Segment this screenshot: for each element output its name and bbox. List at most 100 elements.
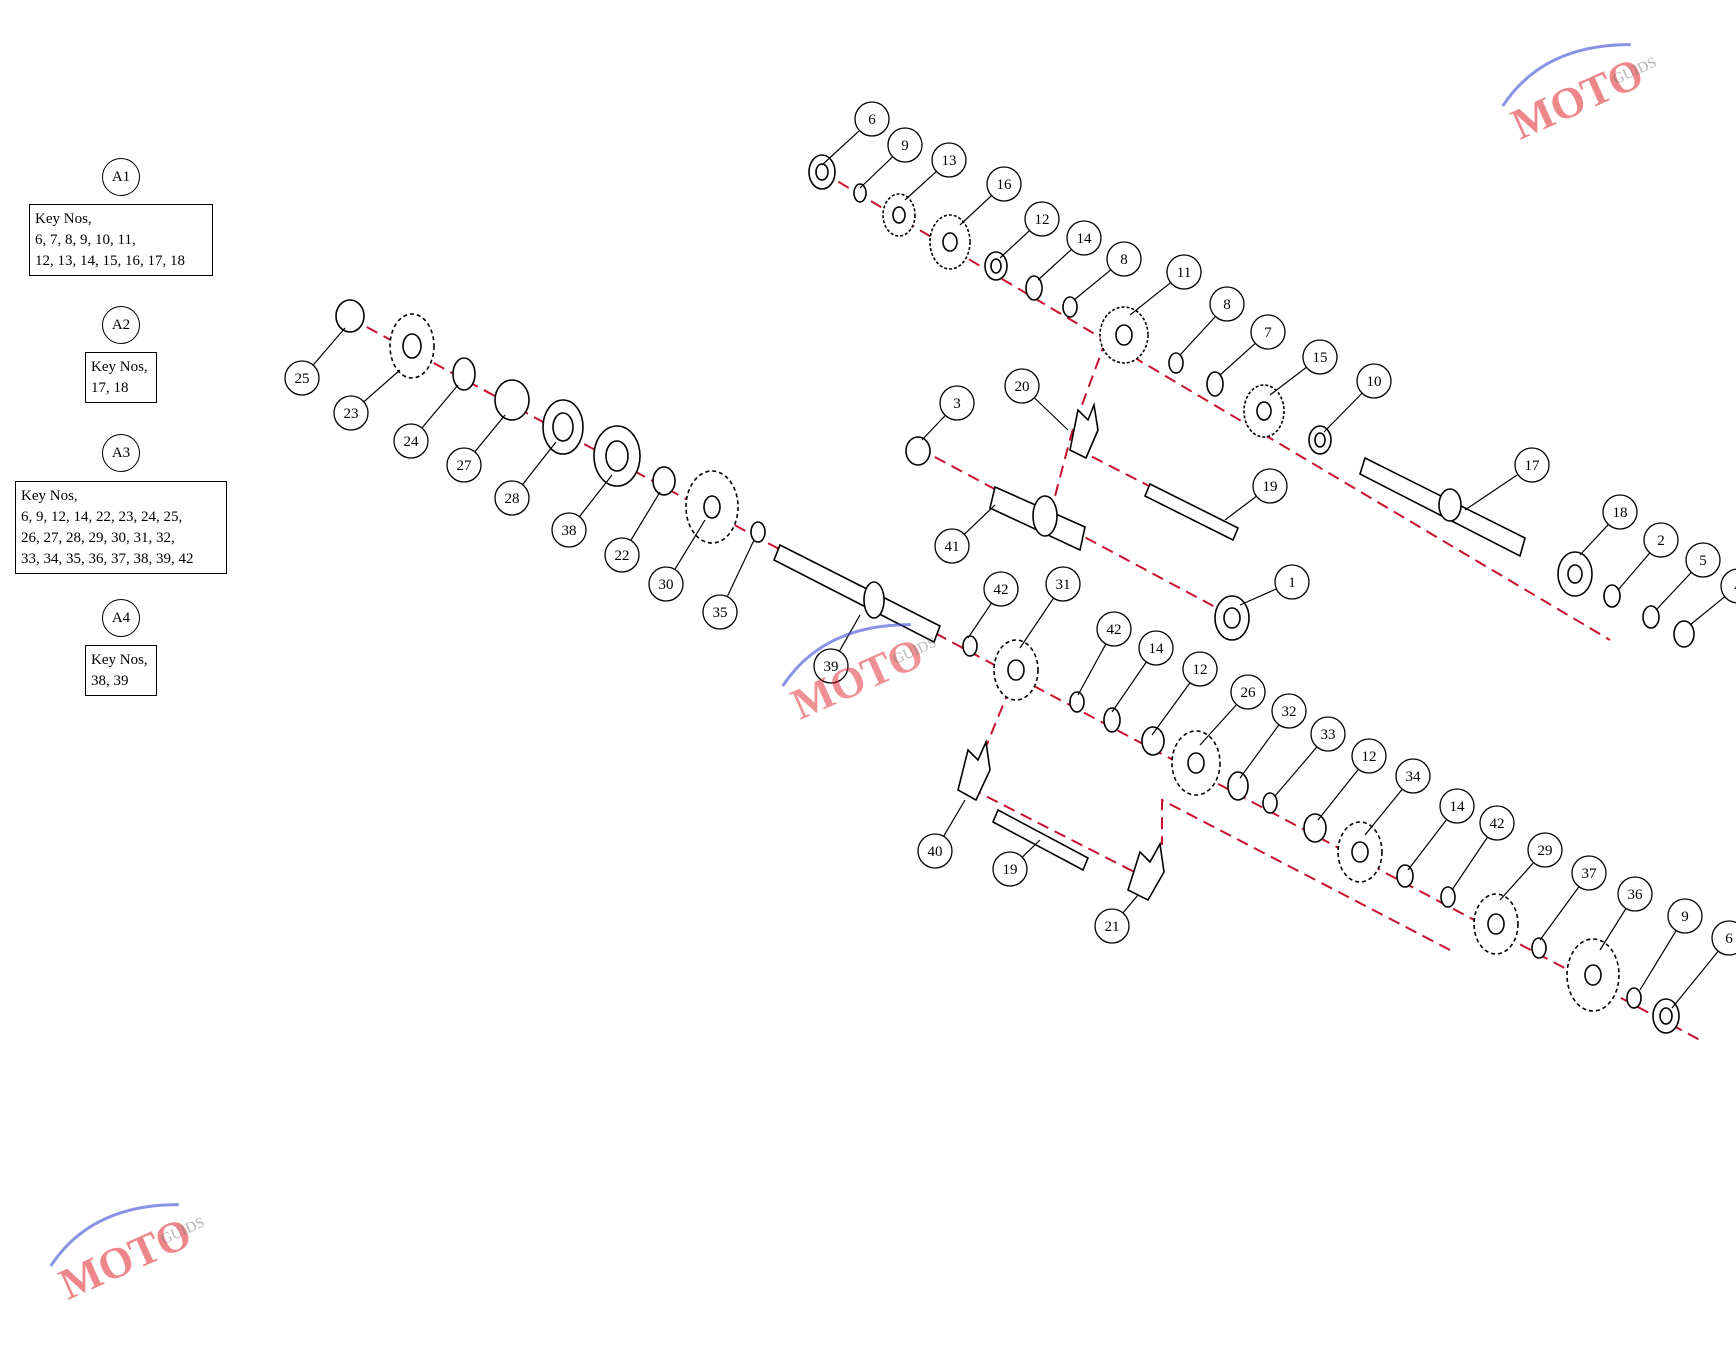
callouts: 6913161214811871510171825432019411252324… — [284, 101, 1736, 1009]
callout-number: 36 — [1628, 887, 1644, 903]
watermark-brand: MOTO — [784, 628, 930, 729]
moto-guids-watermark-bottom: MOTO GUIDS — [49, 1203, 207, 1309]
washer-icon — [1642, 605, 1660, 629]
circlip-icon — [1440, 886, 1456, 908]
callout-number: 20 — [1015, 379, 1030, 395]
callout-leader-line — [943, 799, 966, 837]
washer-icon — [452, 357, 476, 391]
bushing-icon — [1308, 425, 1332, 455]
assembly-keys-line: 12, 13, 14, 15, 16, 17, 18 — [35, 253, 185, 269]
callout-leader-line — [1364, 788, 1403, 836]
callout-circle — [1045, 566, 1081, 602]
watermark-brand: MOTO — [52, 1208, 198, 1309]
bushing-icon — [335, 299, 365, 333]
callout-number: 19 — [1003, 862, 1018, 878]
callout-circle — [934, 528, 970, 564]
circlip-icon — [962, 635, 978, 657]
bearing-icon — [808, 154, 836, 190]
callout-circle — [1527, 832, 1563, 868]
callout-circle — [1004, 368, 1040, 404]
callout-leader-line — [363, 369, 401, 403]
bushing-icon — [1141, 726, 1165, 756]
gear-icon — [1171, 730, 1221, 796]
callout-leader-line — [1129, 282, 1172, 316]
callout-number: 42 — [1490, 816, 1505, 832]
callout-number: 25 — [295, 371, 310, 387]
callout-leader-line — [1219, 342, 1256, 376]
callout-leader-line — [421, 384, 459, 429]
callout-circle — [1617, 876, 1653, 912]
callout-circle — [939, 385, 975, 421]
moto-guids-watermark-top: MOTO GUIDS — [1501, 43, 1659, 149]
callout-number: 42 — [994, 582, 1009, 598]
callout-circle — [917, 833, 953, 869]
callout-circle — [284, 360, 320, 396]
callout-circle — [1094, 908, 1130, 944]
assembly-label-a3: A3 — [102, 434, 140, 472]
callout-number: 40 — [928, 844, 943, 860]
callout-number: 34 — [1406, 769, 1422, 785]
callout-number: 24 — [404, 434, 420, 450]
callout-circle — [1395, 758, 1431, 794]
circlip-icon — [750, 521, 766, 543]
callout-number: 15 — [1313, 350, 1328, 366]
callout-leader-line — [1021, 839, 1041, 858]
circlip-icon — [1531, 937, 1547, 959]
watermark-swoosh — [1501, 43, 1631, 107]
assembly-keys-line: Key Nos, — [91, 652, 148, 668]
assembly-keys-line: Key Nos, — [35, 211, 92, 227]
washer-icon — [1227, 771, 1249, 801]
parts — [335, 154, 1695, 1034]
callout-leader-line — [1317, 768, 1359, 821]
callout-leader-line — [1639, 930, 1677, 991]
callout-leader-line — [959, 195, 992, 226]
spacer-icon — [494, 379, 530, 421]
callout-number: 12 — [1193, 662, 1208, 678]
callout-number: 37 — [1582, 866, 1598, 882]
selector-drum-icon — [989, 485, 1086, 552]
callout-leader-line — [1499, 862, 1535, 901]
fork-shaft-icon — [991, 808, 1090, 872]
callout-leader-line — [1073, 269, 1112, 301]
callout-number: 33 — [1321, 727, 1336, 743]
circlip-icon — [1168, 352, 1184, 374]
callout-leader-line — [1239, 724, 1280, 779]
callout-number: 27 — [457, 458, 473, 474]
washer-icon — [1025, 275, 1043, 301]
gear-icon — [882, 193, 916, 237]
washer-icon — [1206, 371, 1224, 397]
callout-circle — [1356, 363, 1392, 399]
gear-icon — [929, 214, 971, 270]
callout-leader-line — [1239, 588, 1277, 606]
callout-circle — [1643, 522, 1679, 558]
callout-circle — [854, 101, 890, 137]
watermark-brand: MOTO — [1504, 48, 1650, 149]
bushing-icon — [652, 466, 676, 496]
callout-leader-line — [1019, 597, 1055, 649]
callout-leader-line — [474, 414, 506, 453]
assembly-keys-line: 6, 9, 12, 14, 22, 23, 24, 25, — [21, 509, 183, 525]
callout-circle — [1602, 494, 1638, 530]
washer-icon — [1103, 707, 1121, 733]
callout-leader-line — [1122, 894, 1139, 914]
callout-leader-line — [921, 414, 946, 441]
callout-circle — [1209, 286, 1245, 322]
callout-circle — [983, 571, 1019, 607]
callout-circle — [1479, 805, 1515, 841]
callout-number: 12 — [1035, 212, 1050, 228]
callout-circle — [1024, 201, 1060, 237]
callout-leader-line — [630, 491, 661, 541]
gear-icon — [1243, 384, 1285, 438]
callout-leader-line — [821, 130, 860, 166]
assembly-keys-line: Key Nos, — [21, 488, 78, 504]
callout-number: 14 — [1149, 641, 1165, 657]
callout-circle — [648, 566, 684, 602]
callout-number: 3 — [953, 396, 961, 412]
callout-circle — [1685, 542, 1721, 578]
callout-circle — [1066, 220, 1102, 256]
fork-21-link — [1161, 798, 1451, 951]
callout-leader-line — [967, 602, 993, 639]
callout-leader-line — [1269, 366, 1307, 396]
callout-number: 6 — [868, 112, 876, 128]
callout-number: 30 — [659, 577, 674, 593]
